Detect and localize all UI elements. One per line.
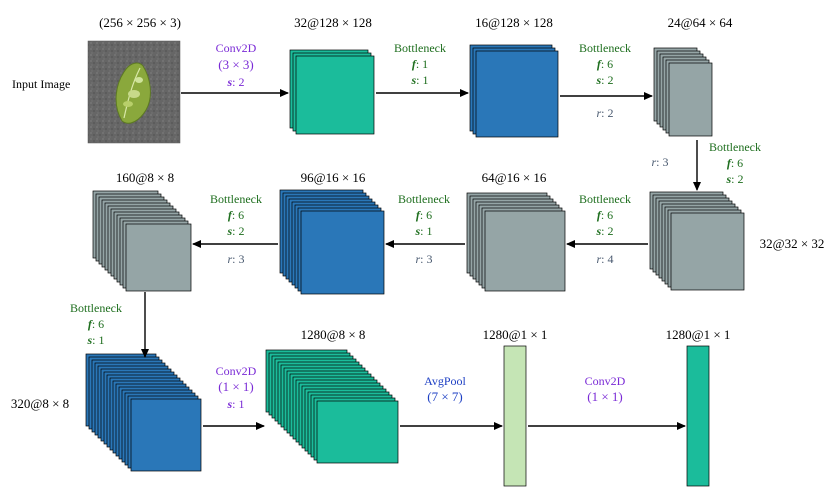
op-conv2d-final: Conv2D (1 × 1) — [585, 374, 626, 404]
op-name: AvgPool — [424, 374, 466, 388]
op-conv2d-second: Conv2D (1 × 1) s: 1 — [216, 364, 257, 411]
layer-label-160-8: 160@8 × 8 — [116, 170, 174, 185]
op-stride: s: 1 — [414, 224, 432, 238]
feature-map-slice — [316, 400, 399, 464]
layer-label-64-16: 64@16 × 16 — [482, 170, 547, 185]
op-stride: s: 1 — [86, 333, 104, 347]
op-bottleneck-7: Bottleneck f: 6 s: 1 — [70, 301, 122, 347]
op-factor: f: 6 — [727, 156, 743, 170]
block-96-16 — [279, 189, 385, 295]
op-repeat: r: 4 — [596, 252, 613, 266]
feature-map-slice — [686, 345, 710, 487]
layer-label-32-128: 32@128 × 128 — [294, 15, 372, 30]
feature-map-slice — [125, 223, 192, 292]
op-avgpool: AvgPool (7 × 7) — [424, 374, 466, 404]
layer-label-16-128: 16@128 × 128 — [475, 15, 553, 30]
input-image — [87, 40, 181, 144]
flow-arrows — [141, 89, 701, 430]
op-stride: s: 1 — [410, 73, 428, 87]
op-name: Conv2D — [216, 364, 257, 378]
op-factor: f: 6 — [88, 317, 104, 331]
block-320-8 — [85, 353, 202, 472]
op-name: Conv2D — [216, 41, 257, 55]
block-160-8 — [92, 190, 192, 292]
op-bottleneck-1: Bottleneck f: 1 s: 1 — [394, 41, 446, 87]
op-name: Bottleneck — [579, 41, 631, 55]
feature-map-slice — [503, 345, 527, 487]
op-stride: s: 2 — [595, 224, 613, 238]
block-16-128 — [469, 44, 559, 138]
op-kernel: (3 × 3) — [218, 57, 254, 72]
op-name: Bottleneck — [70, 301, 122, 315]
layer-label-1280-8: 1280@8 × 8 — [301, 327, 366, 342]
op-kernel: (1 × 1) — [587, 389, 623, 404]
op-bottleneck-6: Bottleneck f: 6 s: 2 r: 3 — [210, 192, 262, 266]
feature-map-slice — [484, 210, 566, 292]
op-name: Bottleneck — [394, 41, 446, 55]
layer-label-320-8: 320@8 × 8 — [11, 396, 69, 411]
layer-label-1280-1-a: 1280@1 × 1 — [483, 327, 548, 342]
feature-map-slice — [668, 62, 713, 137]
feature-map-slice — [670, 212, 745, 291]
op-factor: f: 6 — [228, 208, 244, 222]
op-repeat: r: 3 — [651, 155, 668, 169]
op-stride: s: 2 — [226, 224, 244, 238]
op-repeat: r: 2 — [596, 106, 613, 120]
op-stride: s: 2 — [595, 73, 613, 87]
block-1280-1-b — [686, 345, 710, 487]
op-conv2d-first: Conv2D (3 × 3) s: 2 — [216, 41, 257, 89]
op-repeat: r: 3 — [415, 252, 432, 266]
layer-blocks — [85, 44, 745, 487]
input-image-label: Input Image — [12, 77, 70, 91]
block-32-32 — [649, 191, 745, 291]
op-bottleneck-4: Bottleneck f: 6 s: 2 r: 4 — [579, 192, 631, 266]
op-bottleneck-3: Bottleneck f: 6 s: 2 r: 3 — [651, 140, 761, 186]
block-32-128 — [289, 49, 375, 135]
op-repeat: r: 3 — [227, 252, 244, 266]
op-bottleneck-5: Bottleneck f: 6 s: 1 r: 3 — [398, 192, 450, 266]
op-name: Bottleneck — [709, 140, 761, 154]
op-stride: s: 2 — [226, 75, 244, 89]
op-factor: f: 1 — [412, 57, 428, 71]
input-dims-label: (256 × 256 × 3) — [99, 15, 181, 30]
op-kernel: (7 × 7) — [427, 389, 463, 404]
op-stride: s: 2 — [725, 172, 743, 186]
feature-map-slice — [300, 210, 385, 295]
feature-map-slice — [130, 398, 202, 472]
layer-label-32-32: 32@32 × 32 — [760, 236, 825, 251]
block-24-64 — [653, 47, 713, 137]
op-factor: f: 6 — [597, 57, 613, 71]
op-name: Conv2D — [585, 374, 626, 388]
op-bottleneck-2: Bottleneck f: 6 s: 2 r: 2 — [579, 41, 631, 120]
layer-label-1280-1-b: 1280@1 × 1 — [666, 327, 731, 342]
op-factor: f: 6 — [597, 208, 613, 222]
feature-map-slice — [475, 50, 559, 138]
op-stride: s: 1 — [226, 397, 244, 411]
block-1280-1-a — [503, 345, 527, 487]
op-name: Bottleneck — [579, 192, 631, 206]
op-name: Bottleneck — [210, 192, 262, 206]
layer-label-24-64: 24@64 × 64 — [668, 15, 733, 30]
block-64-16 — [466, 192, 566, 292]
op-factor: f: 6 — [416, 208, 432, 222]
block-1280-8 — [265, 349, 399, 464]
op-kernel: (1 × 1) — [218, 379, 254, 394]
layer-label-96-16: 96@16 × 16 — [301, 170, 366, 185]
feature-map-slice — [295, 55, 375, 135]
op-name: Bottleneck — [398, 192, 450, 206]
